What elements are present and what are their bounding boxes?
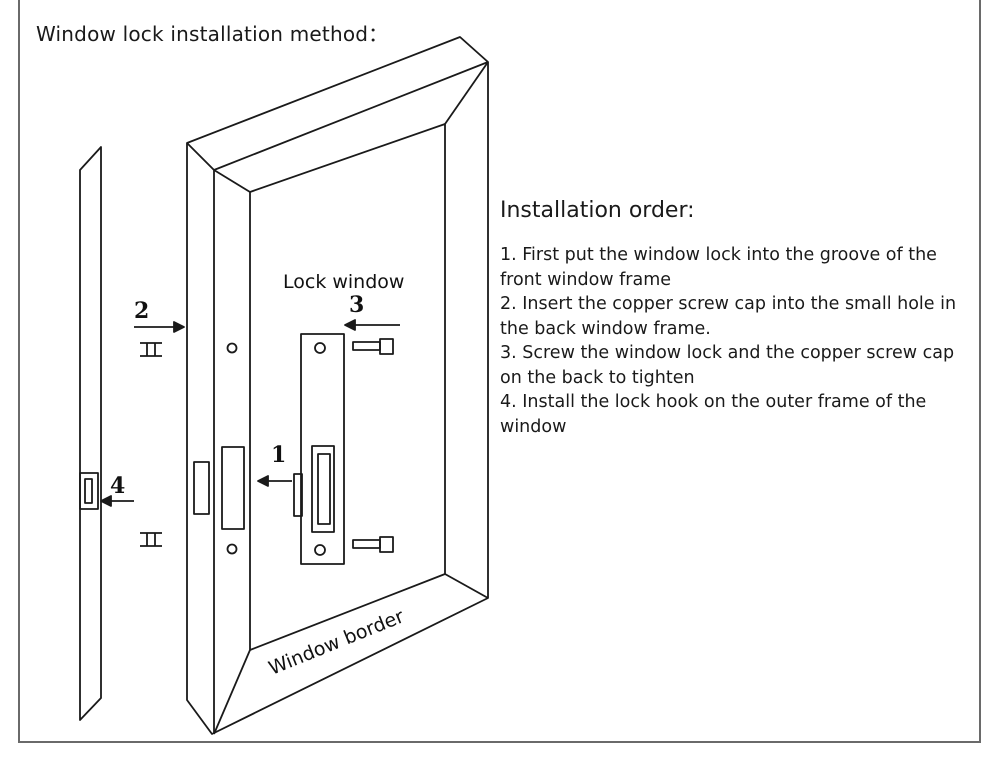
lock-hook (79, 472, 99, 510)
step4-label: 4 (110, 473, 125, 499)
lock-body (293, 333, 345, 565)
copper-screw-bottom (352, 536, 394, 553)
copper-screw-top (352, 338, 394, 355)
arrow-step2 (134, 321, 185, 333)
arrow-step3 (344, 319, 400, 331)
screw-cap-part (193, 461, 210, 515)
lock-window-label: Lock window (283, 271, 404, 293)
step-item: 4. Install the lock hook on the outer fr… (500, 392, 927, 437)
frame-hole-bottom (226, 543, 238, 555)
installation-steps: 1. First put the window lock into the gr… (500, 243, 970, 439)
page-title: Window lock installation method： (36, 22, 389, 46)
installation-order-heading: Installation order: (500, 198, 695, 223)
arrow-step4 (100, 495, 134, 507)
image-frame (18, 0, 981, 743)
step2-label: 2 (134, 298, 149, 324)
screw-cap-top (140, 342, 162, 357)
screw-cap-bottom (140, 532, 162, 547)
window-frame (186, 36, 489, 735)
outer-frame-strip (79, 146, 102, 721)
step3-label: 3 (349, 292, 364, 318)
step-item: 2. Insert the copper screw cap into the … (500, 294, 957, 339)
frame-hole-top (226, 342, 238, 354)
installation-order-panel: Installation order: 1. First put the win… (500, 198, 970, 439)
step-item: 3. Screw the window lock and the copper … (500, 343, 955, 388)
arrow-step1 (257, 475, 292, 487)
step-item: 1. First put the window lock into the gr… (500, 245, 937, 290)
step1-label: 1 (271, 442, 286, 468)
frame-groove (221, 446, 245, 530)
